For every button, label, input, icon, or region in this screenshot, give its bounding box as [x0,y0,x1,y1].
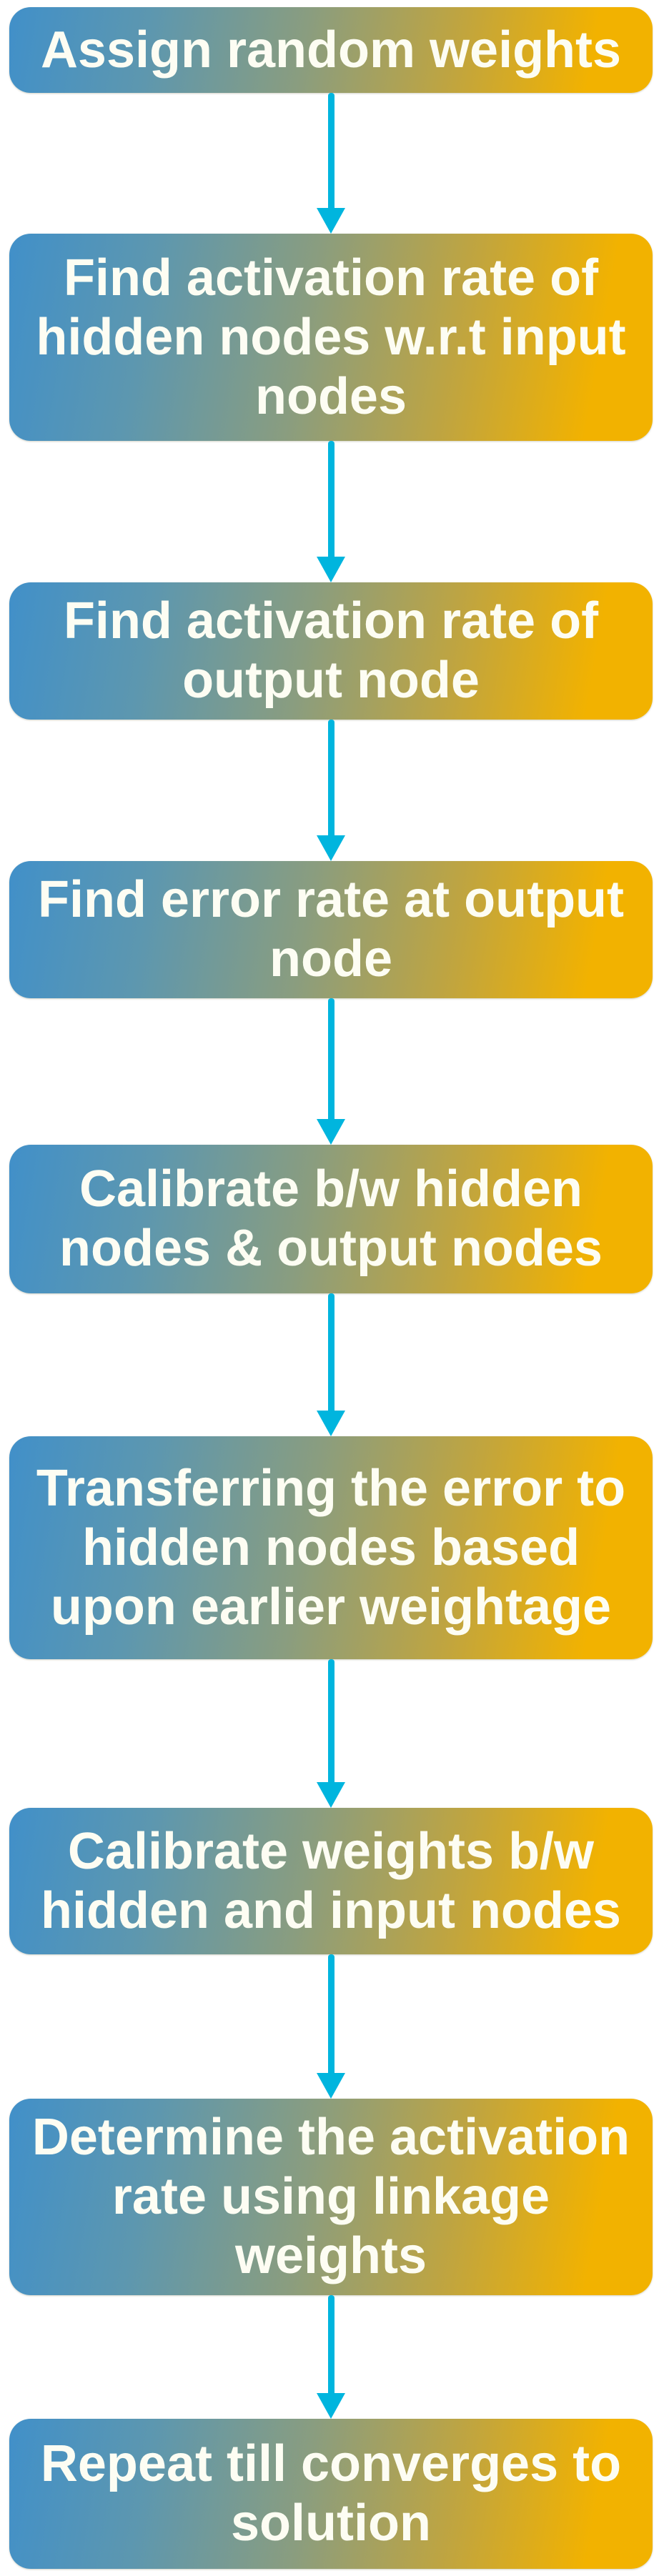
flow-step-repeat-converge: Repeat till converges to solution [9,2419,653,2569]
arrow-stem [327,1293,335,1411]
step-text-line: Determine the activation [31,2109,630,2166]
down-arrow-icon [314,441,347,582]
step-text-line: nodes [254,367,407,425]
step-text-line: upon earlier weightage [50,1578,612,1636]
flow-step-output-activation: Find activation rate of output node [9,582,653,720]
down-arrow-icon [314,2295,347,2419]
step-text-line: node [269,930,392,988]
step-text-line: Find activation rate of [63,249,599,307]
arrow-stem [327,2295,335,2394]
step-text-line: rate using linkage [112,2168,550,2225]
step-text-line: weights [234,2227,427,2284]
step-text-line: output node [182,652,480,709]
flow-step-calibrate-hidden-output: Calibrate b/w hidden nodes & output node… [9,1145,653,1293]
arrow-head [317,208,345,234]
arrow-stem [327,93,335,209]
step-text-line: Calibrate b/w hidden [79,1160,583,1218]
down-arrow-icon [314,1954,347,2099]
step-text-line: nodes & output nodes [59,1220,603,1277]
step-text-line: Calibrate weights b/w [67,1822,595,1880]
arrow-head [317,2393,345,2419]
arrow-head [317,1119,345,1145]
down-arrow-icon [314,720,347,861]
flow-step-assign-weights: Assign random weights [9,7,653,93]
arrow-stem [327,1659,335,1783]
step-text-line: hidden nodes w.r.t input [36,308,626,366]
step-text-line: solution [231,2495,431,2552]
flow-step-error-rate: Find error rate at output node [9,861,653,998]
flow-step-determine-activation: Determine the activation rate using link… [9,2099,653,2295]
step-text-line: hidden nodes based [81,1518,580,1576]
down-arrow-icon [314,998,347,1145]
flow-step-hidden-activation: Find activation rate of hidden nodes w.r… [9,234,653,441]
arrow-stem [327,998,335,1120]
down-arrow-icon [314,1659,347,1808]
down-arrow-icon [314,1293,347,1436]
step-text-line: Find activation rate of [63,592,599,650]
down-arrow-icon [314,93,347,234]
step-text-line: Assign random weights [40,21,622,79]
step-text-line: hidden and input nodes [41,1881,621,1939]
arrow-stem [327,441,335,557]
step-text-line: Transferring the error to [36,1459,626,1517]
arrow-stem [327,720,335,836]
flow-step-calibrate-hidden-input: Calibrate weights b/w hidden and input n… [9,1808,653,1954]
arrow-head [317,1411,345,1436]
arrow-head [317,2073,345,2099]
arrow-head [317,1782,345,1808]
step-text-line: Repeat till converges to [40,2435,622,2492]
flow-step-transfer-error: Transferring the error to hidden nodes b… [9,1436,653,1659]
arrow-stem [327,1954,335,2074]
arrow-head [317,835,345,861]
arrow-head [317,557,345,582]
step-text-line: Find error rate at output [37,871,625,928]
